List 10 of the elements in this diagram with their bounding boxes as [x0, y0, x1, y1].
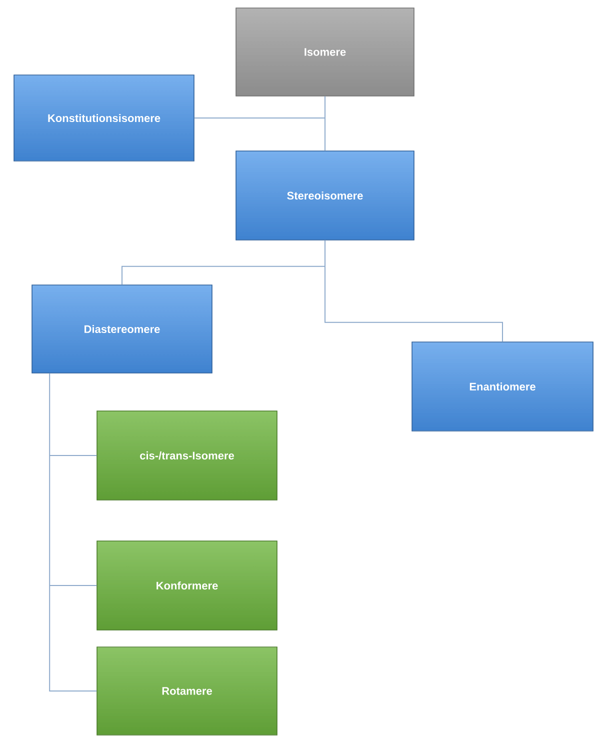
category-box: Enantiomere: [412, 342, 594, 432]
connector-line: [324, 96, 326, 152]
category-box: Rotamere: [96, 646, 278, 736]
category-box: Diastereomere: [32, 284, 212, 374]
category-box: cis-/trans-Isomere: [96, 410, 278, 500]
category-box: Isomere: [236, 8, 414, 96]
category-box: Stereoisomere: [236, 150, 414, 240]
category-box: Konstitutionsisomere: [14, 74, 194, 162]
connector-line: [324, 240, 503, 342]
category-box: Konformere: [96, 540, 278, 630]
